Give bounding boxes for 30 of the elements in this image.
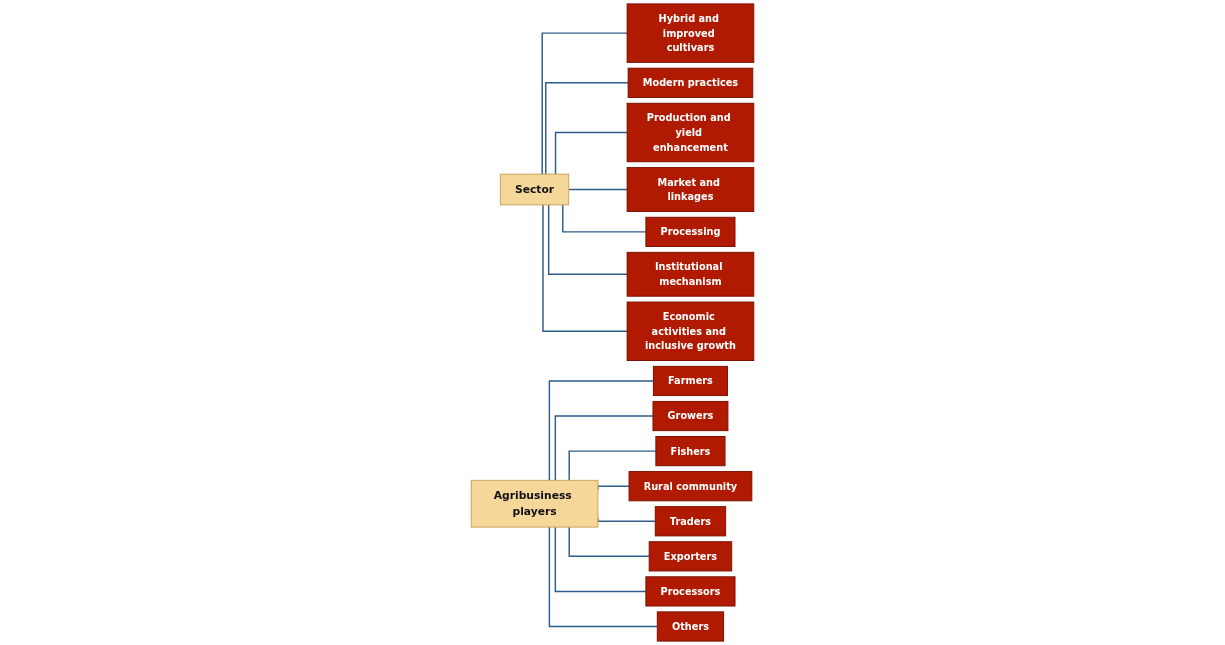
connector (568, 450, 657, 482)
node-box: Market and linkages (626, 167, 755, 212)
node-box: Rural community (628, 471, 753, 502)
connector (554, 131, 628, 175)
connector (568, 526, 650, 558)
connector (554, 415, 654, 482)
connector (545, 82, 629, 175)
connector (562, 204, 647, 233)
node-box: Exporters (648, 541, 733, 572)
node-box: Farmers (652, 365, 728, 397)
node-box: Traders (654, 506, 727, 537)
node-box: Processing (645, 216, 736, 247)
node-box: Fishers (655, 436, 726, 467)
node-box: Economic activities and inclusive growth (626, 301, 755, 361)
connector (547, 204, 628, 275)
node-box: Production and yield enhancement (626, 102, 755, 163)
node-box: Growers (652, 400, 729, 432)
node-box: Institutional mechanism (626, 251, 755, 297)
connector (568, 188, 628, 191)
node-box: Others (656, 611, 725, 642)
connector (541, 32, 628, 175)
connector (548, 526, 658, 628)
node-box: Agribusiness players (470, 479, 599, 528)
node-box: Sector (499, 173, 570, 206)
connector (542, 204, 628, 332)
connector (548, 380, 655, 482)
node-box: Modern practices (627, 67, 754, 98)
connector (554, 526, 647, 593)
node-box: Hybrid and improved cultivars (626, 3, 755, 63)
node-box: Processors (645, 576, 736, 607)
